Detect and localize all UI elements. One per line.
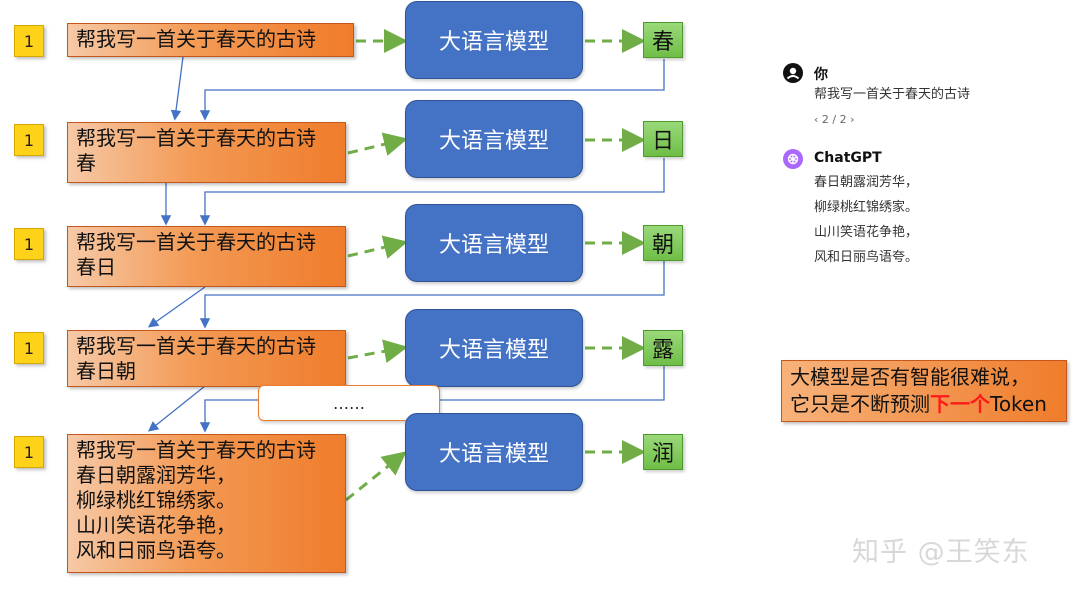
ellipsis-box: …… — [258, 385, 440, 421]
watermark: 知乎 @王笑东 — [852, 537, 1030, 568]
step-badge: 1 — [14, 436, 44, 468]
arrow-prompt-to-model-4 — [347, 339, 408, 364]
user-avatar-icon — [783, 63, 803, 83]
prompt-box-5: 帮我写一首关于春天的古诗 春日朝露润芳华， 柳绿桃红锦绣家。 山川笑语花争艳， … — [67, 434, 346, 573]
carry-prompt-4 — [147, 385, 206, 432]
step-badge: 1 — [14, 332, 44, 364]
step-badge: 1 — [14, 228, 44, 260]
prompt-box-4: 帮我写一首关于春天的古诗 春日朝 — [67, 330, 346, 387]
output-token-5: 润 — [643, 434, 683, 470]
feedback-token-3 — [199, 261, 665, 329]
poem-line: 春日朝露润芳华， — [814, 175, 919, 190]
arrow-prompt-to-model-5 — [345, 451, 407, 502]
message-pager[interactable]: ‹ 2 / 2 › — [814, 113, 855, 126]
output-token-4: 露 — [643, 330, 683, 366]
carry-prompt-3 — [147, 286, 206, 328]
poem-line: 风和日丽鸟语夸。 — [814, 250, 919, 265]
llm-box-1: 大语言模型 — [405, 1, 583, 79]
user-name: 你 — [814, 67, 828, 83]
feedback-token-1 — [199, 59, 665, 121]
prompt-box-2: 帮我写一首关于春天的古诗 春 — [67, 122, 346, 183]
llm-box-4: 大语言模型 — [405, 309, 583, 387]
feedback-token-2 — [199, 158, 665, 226]
callout-highlight: 下一个 — [930, 392, 990, 416]
output-token-2: 日 — [643, 121, 683, 157]
llm-box-3: 大语言模型 — [405, 204, 583, 282]
callout-line-2: 它只是不断预测下一个Token — [790, 391, 1058, 418]
poem-line: 柳绿桃红锦绣家。 — [814, 200, 919, 215]
carry-prompt-1 — [170, 56, 184, 121]
prompt-box-1: 帮我写一首关于春天的古诗 — [67, 23, 354, 57]
step-badge: 1 — [14, 25, 44, 57]
assistant-poem: 春日朝露润芳华， 柳绿桃红锦绣家。 山川笑语花争艳， 风和日丽鸟语夸。 — [814, 170, 918, 270]
arrow-prompt-to-model-2 — [347, 132, 408, 156]
callout-suffix: Token — [990, 392, 1047, 416]
assistant-name: ChatGPT — [814, 150, 882, 166]
step-badge: 1 — [14, 124, 44, 156]
user-message: 帮我写一首关于春天的古诗 — [814, 87, 971, 102]
chatgpt-logo-icon — [783, 149, 803, 169]
output-token-3: 朝 — [643, 225, 683, 261]
llm-box-2: 大语言模型 — [405, 100, 583, 178]
poem-line: 山川笑语花争艳， — [814, 225, 919, 240]
llm-box-5: 大语言模型 — [405, 413, 583, 491]
callout-line-1: 大模型是否有智能很难说， — [790, 365, 1030, 389]
output-token-1: 春 — [643, 22, 683, 58]
callout-prefix: 它只是不断预测 — [790, 392, 930, 416]
arrow-prompt-to-model-3 — [347, 235, 408, 259]
callout-box: 大模型是否有智能很难说， 它只是不断预测下一个Token — [781, 360, 1067, 422]
prompt-box-3: 帮我写一首关于春天的古诗 春日 — [67, 226, 346, 287]
